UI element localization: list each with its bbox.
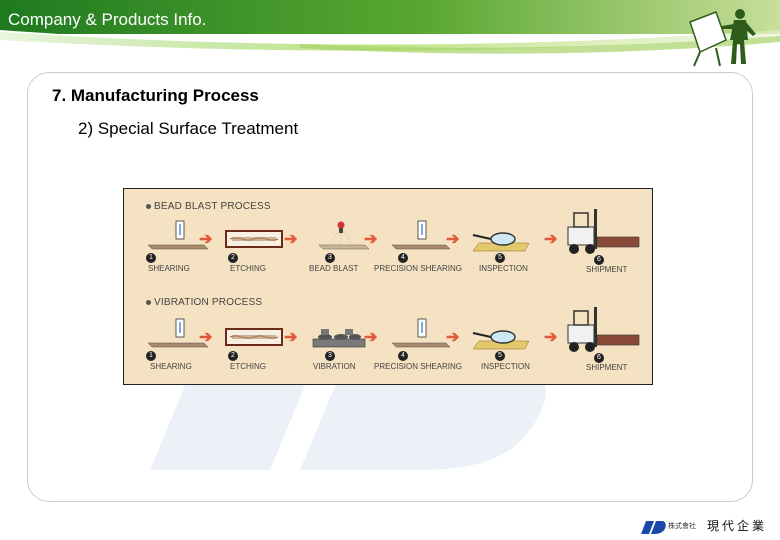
bullet-icon: [146, 203, 151, 209]
step-number: 1: [146, 253, 156, 263]
step-label: INSPECTION: [481, 362, 530, 371]
step-number: 1: [146, 351, 156, 361]
flow-arrow-icon: ➔: [199, 231, 213, 248]
step-number: 4: [398, 253, 408, 263]
step-label: ETCHING: [230, 264, 266, 273]
step-label: SHEARING: [150, 362, 192, 371]
etching-tank-icon: [225, 230, 283, 248]
step-shearing: 1 SHEARING: [144, 219, 234, 281]
precision-shearing-icon: [391, 220, 451, 250]
step-number: 2: [228, 253, 238, 263]
step-vibration: 3 VIBRATION: [307, 317, 397, 379]
step-label: SHIPMENT: [586, 265, 628, 274]
step-label: ETCHING: [230, 362, 266, 371]
shearing-icon: [147, 318, 209, 348]
flow-arrow-icon: ➔: [446, 231, 460, 248]
step-inspection: 5 INSPECTION: [469, 219, 559, 281]
bead-blast-icon: [318, 221, 370, 250]
process-diagram: BEAD BLAST PROCESS 1 SHEARING ➔ 2 ETCHIN…: [123, 188, 653, 385]
header-bar: Company & Products Info.: [0, 0, 780, 70]
presenter-silhouette-icon: [689, 9, 756, 67]
flow-arrow-icon: ➔: [284, 329, 298, 346]
step-label: PRECISION SHEARING: [374, 264, 463, 273]
subsection-title: 2) Special Surface Treatment: [78, 119, 299, 138]
step-etching: 2 ETCHING: [224, 219, 314, 281]
step-number: 2: [228, 351, 238, 361]
magnifier-icon: [472, 330, 530, 350]
step-number: 3: [325, 253, 335, 263]
precision-shearing-icon: [391, 318, 451, 348]
step-label: VIBRATION: [313, 362, 356, 371]
flow-arrow-icon: ➔: [364, 329, 378, 346]
step-precision-shearing: 4 PRECISION SHEARING: [374, 219, 464, 281]
flow-arrow-icon: ➔: [544, 329, 558, 346]
step-label: SHEARING: [148, 264, 190, 273]
step-shipment: 6 SHIPMENT: [564, 207, 652, 274]
step-number: 4: [398, 351, 408, 361]
company-type-label: 株式會社: [668, 523, 696, 530]
step-number: 6: [594, 353, 604, 363]
flow-arrow-icon: ➔: [446, 329, 460, 346]
company-logo-icon: [641, 521, 666, 534]
step-number: 5: [495, 253, 505, 263]
forklift-icon: [567, 209, 640, 254]
header-title: Company & Products Info.: [8, 10, 207, 29]
process-title-bead-blast: BEAD BLAST PROCESS: [146, 201, 271, 212]
magnifier-icon: [472, 232, 530, 252]
process-title-vibration: VIBRATION PROCESS: [146, 297, 262, 308]
header-background: [0, 0, 780, 70]
step-label: SHIPMENT: [586, 363, 628, 372]
step-label: BEAD BLAST: [309, 264, 359, 273]
step-label: INSPECTION: [479, 264, 528, 273]
step-precision-shearing: 4 PRECISION SHEARING: [374, 317, 464, 379]
step-number: 5: [495, 351, 505, 361]
step-etching: 2 ETCHING: [224, 317, 314, 379]
shearing-icon: [147, 220, 209, 250]
vibration-machine-icon: [312, 329, 366, 348]
section-title: 7. Manufacturing Process: [52, 86, 259, 105]
company-name: 現代企業: [707, 519, 768, 533]
step-number: 6: [594, 255, 604, 265]
flow-arrow-icon: ➔: [284, 231, 298, 248]
step-shearing: 1 SHEARING: [144, 317, 234, 379]
step-label: PRECISION SHEARING: [374, 362, 463, 371]
flow-arrow-icon: ➔: [544, 231, 558, 248]
flow-arrow-icon: ➔: [364, 231, 378, 248]
step-number: 3: [325, 351, 335, 361]
step-inspection: 5 INSPECTION: [469, 317, 559, 379]
forklift-icon: [567, 307, 640, 352]
flow-arrow-icon: ➔: [199, 329, 213, 346]
etching-tank-icon: [225, 328, 283, 346]
step-shipment: 6 SHIPMENT: [564, 305, 652, 372]
bullet-icon: [146, 299, 151, 305]
step-bead-blast: 3 BEAD BLAST: [307, 219, 397, 281]
